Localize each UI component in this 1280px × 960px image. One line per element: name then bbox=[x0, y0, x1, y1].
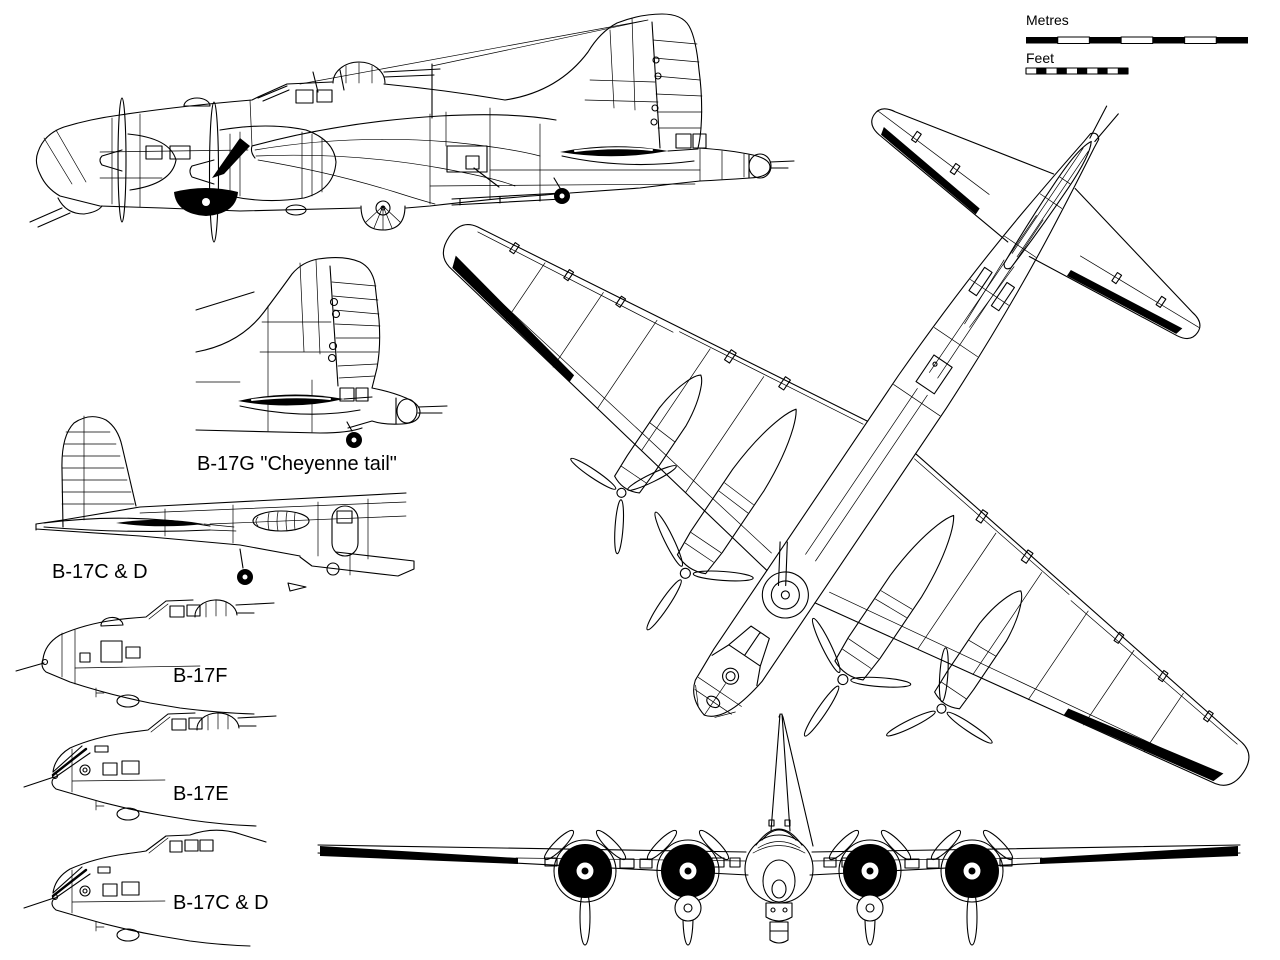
feet-scale-label: Feet bbox=[1026, 50, 1055, 66]
front-engine-1 bbox=[543, 829, 627, 946]
front-engine-2 bbox=[646, 829, 730, 946]
b17g-cheyenne-tail-drawing bbox=[195, 256, 448, 448]
front-engine-3 bbox=[828, 829, 912, 946]
metres-scale-label: Metres bbox=[1026, 12, 1069, 28]
variant-label-nose-f: B-17F bbox=[173, 665, 228, 687]
b17f-nose-drawing bbox=[15, 599, 275, 715]
variant-label-tail-cd: B-17C & D bbox=[52, 561, 148, 583]
b17cd-tail-drawing bbox=[35, 415, 415, 592]
b17cd-nose-drawing bbox=[23, 829, 267, 947]
front-engine-4 bbox=[930, 829, 1014, 946]
b17-plan-view-drawing bbox=[328, 0, 1280, 952]
feet-scale-bar bbox=[1025, 67, 1129, 75]
variant-label-nose-e: B-17E bbox=[173, 783, 229, 805]
variant-label-cheyenne-tail: B-17G "Cheyenne tail" bbox=[197, 453, 397, 475]
b17-front-view-drawing bbox=[317, 713, 1241, 946]
metres-scale-bar bbox=[1026, 36, 1248, 45]
variant-label-nose-cd: B-17C & D bbox=[173, 892, 269, 914]
b17g-side-view-drawing bbox=[29, 13, 795, 243]
b17e-nose-drawing bbox=[23, 712, 277, 827]
